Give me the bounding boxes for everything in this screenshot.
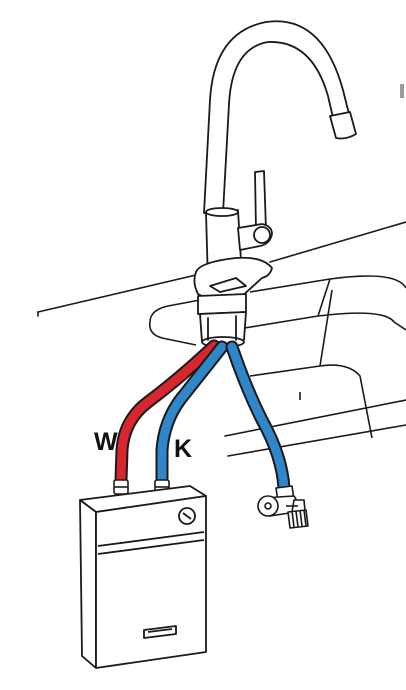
water-heater bbox=[79, 485, 207, 669]
cold-label: K bbox=[174, 435, 192, 463]
faucet bbox=[193, 20, 357, 348]
countertop bbox=[37, 221, 406, 457]
sink bbox=[148, 275, 406, 439]
hoses bbox=[114, 339, 291, 495]
edge-mark bbox=[400, 84, 404, 98]
heater-connectors bbox=[113, 479, 170, 495]
cold-hose-heater bbox=[157, 342, 227, 485]
angle-valve bbox=[257, 485, 309, 529]
hot-hose bbox=[116, 341, 219, 485]
warm-label: W bbox=[94, 428, 118, 456]
cold-hose-supply bbox=[227, 342, 289, 493]
